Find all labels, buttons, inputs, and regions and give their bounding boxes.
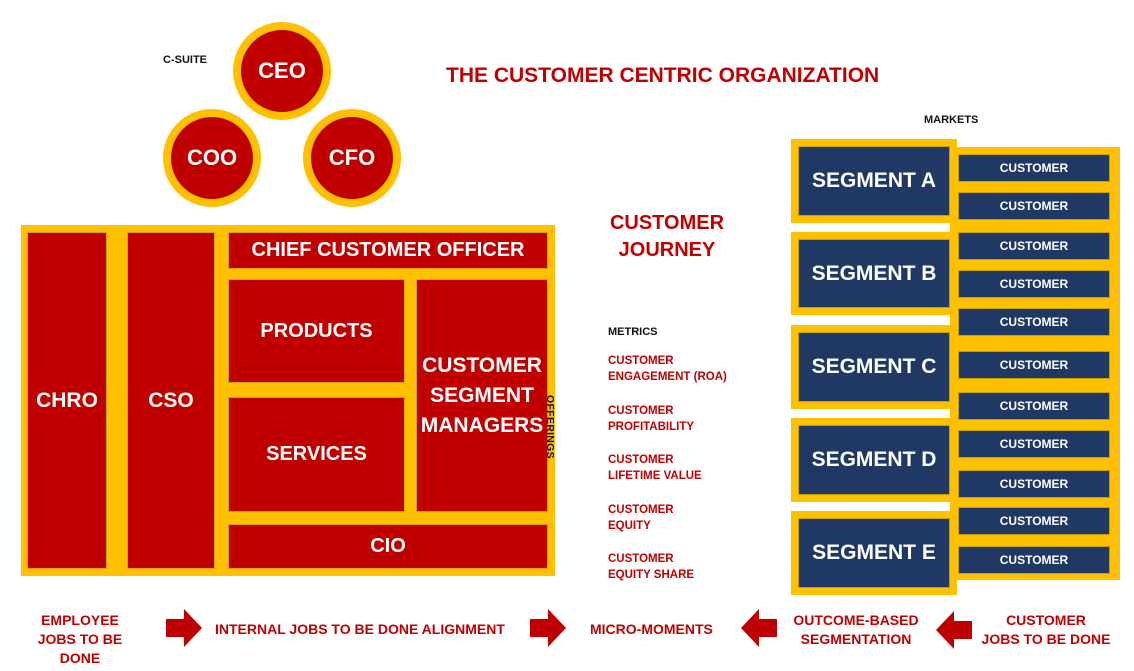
flow-line: OUTCOME-BASED — [793, 612, 919, 628]
customer-label: CUSTOMER — [999, 199, 1069, 213]
customer-journey-title: CUSTOMER JOURNEY — [609, 212, 725, 261]
cco-label: CHIEF CUSTOMER OFFICER — [251, 239, 525, 261]
arrow-right-icon — [530, 609, 566, 647]
customer-box[interactable]: CUSTOMER — [958, 546, 1110, 574]
flow-line: EMPLOYEE — [41, 612, 119, 628]
segment-a-box[interactable]: SEGMENT A — [798, 146, 950, 216]
cio-label: CIO — [370, 535, 406, 557]
arrow-left-icon — [936, 611, 972, 649]
customer-box[interactable]: CUSTOMER — [958, 470, 1110, 498]
segment-label: SEGMENT E — [812, 541, 936, 564]
customer-label: CUSTOMER — [999, 161, 1069, 175]
markets-label: MARKETS — [924, 114, 979, 126]
metric-line: LIFETIME VALUE — [608, 470, 702, 482]
segment-e-box[interactable]: SEGMENT E — [798, 518, 950, 588]
internal-alignment: INTERNAL JOBS TO BE DONE ALIGNMENT — [215, 621, 505, 637]
metric-line: CUSTOMER — [608, 355, 674, 367]
coo-label: COO — [186, 145, 238, 170]
customer-box[interactable]: CUSTOMER — [958, 154, 1110, 182]
page-title: THE CUSTOMER CENTRIC ORGANIZATION — [446, 64, 880, 87]
customer-label: CUSTOMER — [999, 514, 1069, 528]
chro-box[interactable]: CHRO — [27, 232, 107, 569]
cso-label: CSO — [148, 388, 194, 412]
outcome-segmentation: OUTCOME-BASED SEGMENTATION — [786, 611, 926, 649]
metric-line: CUSTOMER — [608, 553, 674, 565]
segment-label: SEGMENT A — [811, 169, 937, 192]
metric-profitability: CUSTOMER PROFITABILITY — [608, 403, 694, 435]
chro-label: CHRO — [36, 388, 98, 412]
customer-box[interactable]: CUSTOMER — [958, 430, 1110, 458]
cfo-label: CFO — [328, 145, 376, 170]
products-label: PRODUCTS — [260, 319, 373, 342]
customer-label: CUSTOMER — [999, 239, 1069, 253]
services-box[interactable]: SERVICES — [228, 397, 405, 512]
arrow-right-icon — [166, 609, 202, 647]
customer-box[interactable]: CUSTOMER — [958, 392, 1110, 420]
customer-box[interactable]: CUSTOMER — [958, 192, 1110, 220]
customer-label: CUSTOMER — [999, 437, 1069, 451]
ceo-circle[interactable]: CEO — [233, 22, 331, 120]
metric-line: CUSTOMER — [608, 405, 674, 417]
segment-c-box[interactable]: SEGMENT C — [798, 332, 950, 402]
customer-label: CUSTOMER — [999, 399, 1069, 413]
micro-moments: MICRO-MOMENTS — [590, 621, 713, 637]
customer-label: CUSTOMER — [999, 358, 1069, 372]
products-box[interactable]: PRODUCTS — [228, 279, 405, 383]
customer-label: CUSTOMER — [999, 315, 1069, 329]
ceo-label: CEO — [258, 58, 306, 83]
flow-line: JOBS TO BE DONE — [37, 631, 123, 666]
segment-label: SEGMENT C — [811, 355, 937, 378]
metric-line: EQUITY — [608, 520, 651, 532]
c-suite-label: C-SUITE — [163, 54, 207, 66]
arrow-left-icon — [741, 609, 777, 647]
coo-circle[interactable]: COO — [163, 109, 261, 207]
cso-box[interactable]: CSO — [127, 232, 215, 569]
customer-box[interactable]: CUSTOMER — [958, 507, 1110, 535]
metric-equity: CUSTOMER EQUITY — [608, 502, 674, 534]
cio-box[interactable]: CIO — [228, 524, 548, 569]
cco-box[interactable]: CHIEF CUSTOMER OFFICER — [228, 232, 548, 269]
metric-line: ENGAGEMENT (ROA) — [608, 371, 727, 383]
flow-line: CUSTOMER — [1006, 612, 1086, 628]
employee-jtbd: EMPLOYEE JOBS TO BE DONE — [20, 611, 140, 668]
csm-label: CUSTOMER SEGMENT MANAGERS — [420, 353, 544, 437]
customer-box[interactable]: CUSTOMER — [958, 270, 1110, 298]
metric-line: EQUITY SHARE — [608, 569, 695, 581]
customer-box[interactable]: CUSTOMER — [958, 308, 1110, 336]
flow-line: SEGMENTATION — [800, 631, 912, 647]
customer-label: CUSTOMER — [999, 277, 1069, 291]
metric-equity-share: CUSTOMER EQUITY SHARE — [608, 551, 694, 583]
flow-line: JOBS TO BE DONE — [981, 631, 1111, 647]
customer-label: CUSTOMER — [999, 477, 1069, 491]
offerings-label: OFFERINGS — [544, 395, 556, 459]
segment-d-box[interactable]: SEGMENT D — [798, 425, 950, 495]
customer-label: CUSTOMER — [999, 553, 1069, 567]
segment-label: SEGMENT B — [811, 261, 937, 285]
cfo-circle[interactable]: CFO — [303, 109, 401, 207]
customer-segment-managers-box[interactable]: CUSTOMER SEGMENT MANAGERS — [416, 279, 548, 512]
metric-line: PROFITABILITY — [608, 421, 695, 433]
metrics-label: METRICS — [608, 326, 658, 338]
metric-lifetime-value: CUSTOMER LIFETIME VALUE — [608, 452, 702, 484]
customer-box[interactable]: CUSTOMER — [958, 351, 1110, 379]
segment-b-box[interactable]: SEGMENT B — [798, 239, 950, 308]
customer-jtbd: CUSTOMER JOBS TO BE DONE — [976, 611, 1116, 649]
metric-engagement: CUSTOMER ENGAGEMENT (ROA) — [608, 353, 727, 385]
customer-box[interactable]: CUSTOMER — [958, 232, 1110, 260]
metric-line: CUSTOMER — [608, 504, 674, 516]
services-label: SERVICES — [266, 443, 367, 465]
segment-label: SEGMENT D — [811, 448, 937, 471]
metric-line: CUSTOMER — [608, 454, 674, 466]
